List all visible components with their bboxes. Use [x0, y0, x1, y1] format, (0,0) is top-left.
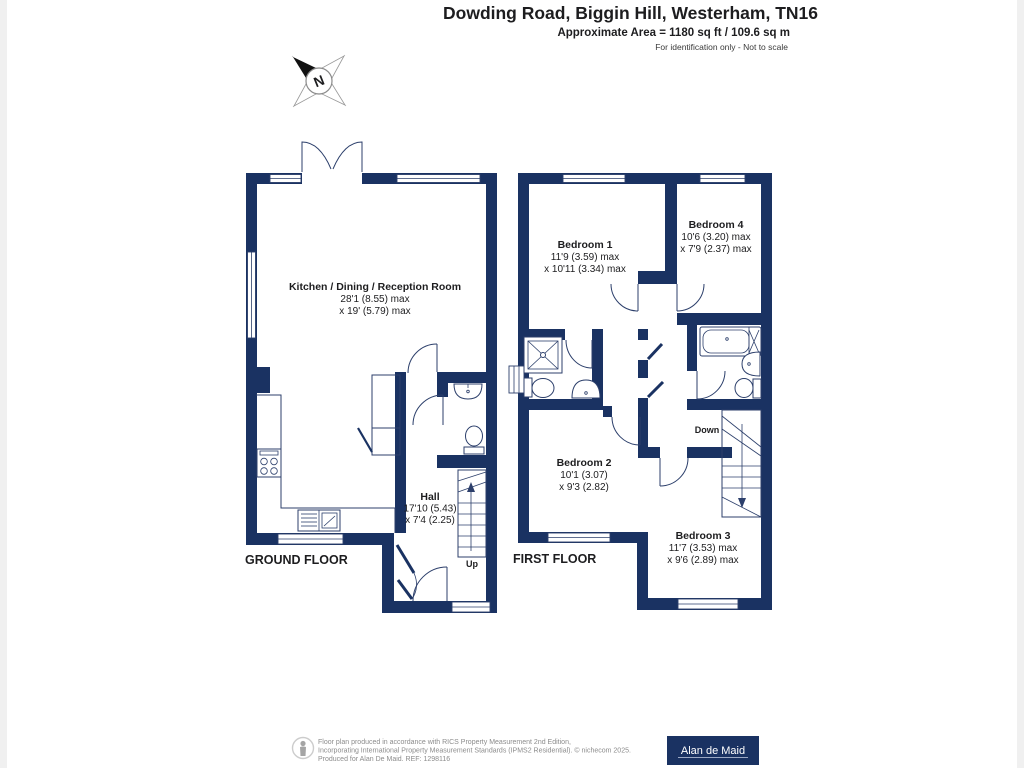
room-dim2-bedroom2: x 9'3 (2.82)	[559, 482, 609, 493]
room-dim1-bedroom2: 10'1 (3.07)	[560, 470, 608, 481]
first-floor-labels: Bedroom 1 11'9 (3.59) max x 10'11 (3.34)…	[513, 219, 752, 566]
page-edge-left	[0, 0, 7, 768]
footer: Floor plan produced in accordance with R…	[291, 736, 759, 765]
staircase-down	[721, 409, 762, 518]
wc-toilet-icon	[463, 425, 485, 455]
page-title: Dowding Road, Biggin Hill, Westerham, TN…	[443, 3, 818, 23]
agent-logo-box	[667, 736, 759, 765]
approximate-area-label: Approximate Area = 1180 sq ft / 109.6 sq…	[557, 27, 790, 39]
kitchen-sink-icon	[297, 509, 341, 532]
ground-floor-plan: Kitchen / Dining / Reception Room 28'1 (…	[245, 141, 497, 613]
agent-logo: Alan de Maid	[667, 736, 759, 765]
bathroom-toilet-icon	[734, 378, 762, 399]
stove-icon	[256, 448, 282, 478]
room-label-bedroom2: Bedroom 2	[557, 457, 612, 469]
bathroom-basin-icon	[741, 351, 761, 377]
room-label-bedroom1: Bedroom 1	[558, 239, 613, 251]
room-dim1-bedroom4: 10'6 (3.20) max	[681, 232, 750, 243]
ground-floor-doors	[301, 141, 448, 602]
room-dim1-kitchen: 28'1 (8.55) max	[340, 294, 409, 305]
kitchen-counter	[256, 394, 396, 533]
room-dim2-bedroom4: x 7'9 (2.37) max	[680, 244, 751, 255]
ground-floor-wc	[453, 383, 485, 455]
disclaimer-label: For identification only - Not to scale	[655, 42, 788, 52]
room-label-hall: Hall	[420, 491, 439, 503]
bath-icon	[699, 326, 762, 357]
compass-icon: N	[291, 54, 347, 108]
ground-floor-title: GROUND FLOOR	[245, 553, 348, 567]
stairs-up-label: Up	[466, 559, 478, 569]
kitchen-units	[256, 374, 401, 533]
wc-basin-icon	[453, 383, 483, 400]
ensuite-fixtures	[523, 336, 601, 399]
room-dim2-kitchen: x 19' (5.79) max	[339, 306, 410, 317]
stairs-down-label: Down	[695, 425, 720, 435]
first-floor-title: FIRST FLOOR	[513, 552, 596, 566]
room-label-bedroom4: Bedroom 4	[689, 219, 744, 231]
room-label-bedroom3: Bedroom 3	[676, 530, 731, 542]
ensuite-basin-icon	[571, 379, 601, 399]
footer-line-2: Incorporating International Property Mea…	[318, 747, 631, 755]
ground-floor-windows	[247, 174, 491, 613]
agent-logo-text: Alan de Maid	[681, 745, 745, 757]
staircase-up	[457, 469, 487, 558]
footer-line-1: Floor plan produced in accordance with R…	[318, 739, 571, 746]
footer-line-3: Produced for Alan De Maid. REF: 1298116	[318, 756, 450, 763]
room-dim2-bedroom3: x 9'6 (2.89) max	[667, 555, 738, 566]
room-dim2-bedroom1: x 10'11 (3.34) max	[544, 264, 626, 275]
first-floor-plan: Bedroom 1 11'9 (3.59) max x 10'11 (3.34)…	[508, 173, 772, 610]
room-dim1-bedroom3: 11'7 (3.53) max	[669, 543, 737, 554]
first-floor-doors	[565, 283, 726, 487]
room-dim1-hall: 17'10 (5.43)	[403, 504, 456, 515]
shower-icon	[523, 336, 563, 374]
ground-floor-labels: Kitchen / Dining / Reception Room 28'1 (…	[245, 281, 478, 569]
room-dim2-hall: x 7'4 (2.25)	[405, 515, 455, 526]
room-dim1-bedroom1: 11'9 (3.59) max	[551, 252, 619, 263]
nichecom-logo-icon	[291, 736, 315, 760]
bathroom-fixtures	[699, 326, 762, 399]
page-edge-right	[1017, 0, 1024, 768]
room-label-kitchen: Kitchen / Dining / Reception Room	[289, 281, 461, 293]
storage-cupboard	[357, 374, 401, 456]
ensuite-toilet-icon	[523, 377, 555, 398]
